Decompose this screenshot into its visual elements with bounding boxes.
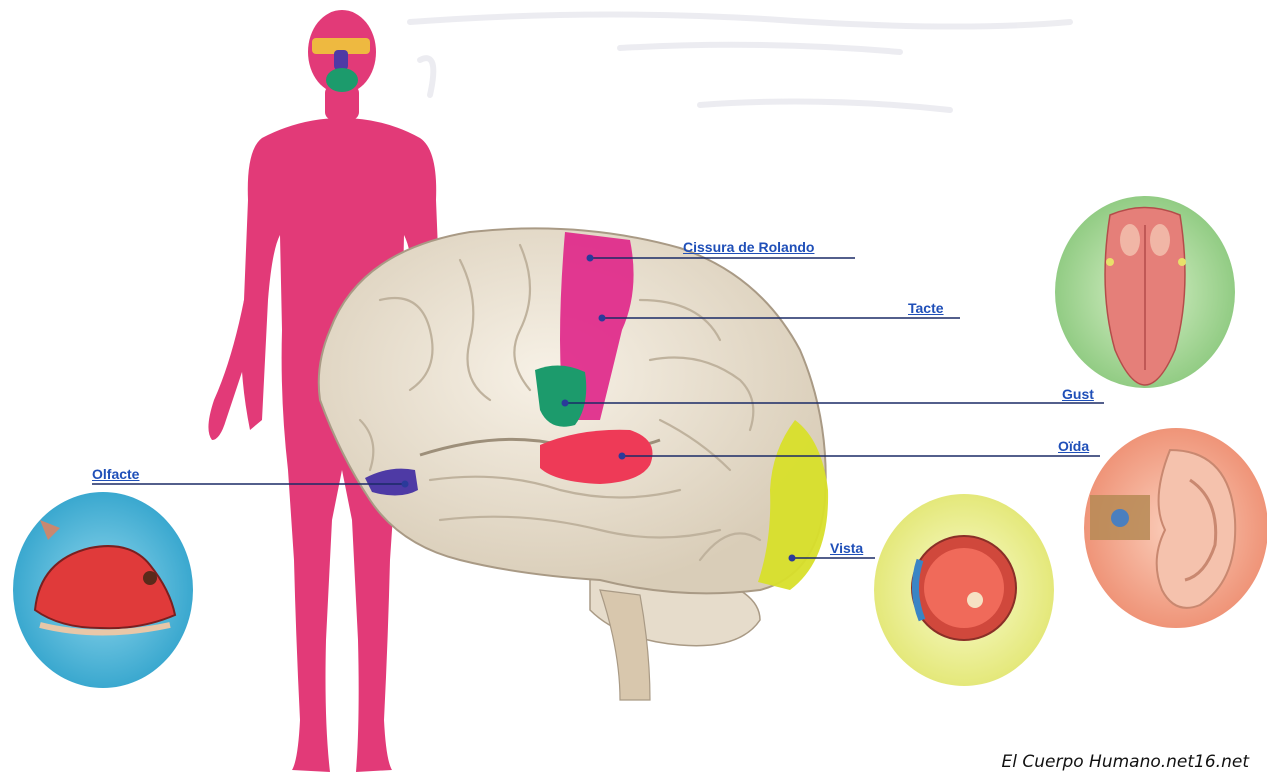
- label-cissura-de-rolando: Cissura de Rolando: [683, 239, 814, 255]
- ear-illustration: [1084, 428, 1267, 628]
- label-gust: Gust: [1062, 386, 1094, 402]
- eye-illustration: [874, 494, 1054, 686]
- background-strokes: [410, 14, 1070, 110]
- face-nose-mark: [334, 50, 348, 70]
- label-tacte: Tacte: [908, 300, 944, 316]
- label-vista: Vista: [830, 540, 863, 556]
- label-oida: Oïda: [1058, 438, 1089, 454]
- credit-caption: El Cuerpo Humano.net16.net: [1001, 752, 1249, 772]
- brain-stem: [600, 590, 650, 700]
- tongue-illustration: [1055, 196, 1235, 388]
- label-olfacte: Olfacte: [92, 466, 139, 482]
- nose-illustration: [13, 492, 193, 688]
- face-mouth-mark: [326, 68, 358, 92]
